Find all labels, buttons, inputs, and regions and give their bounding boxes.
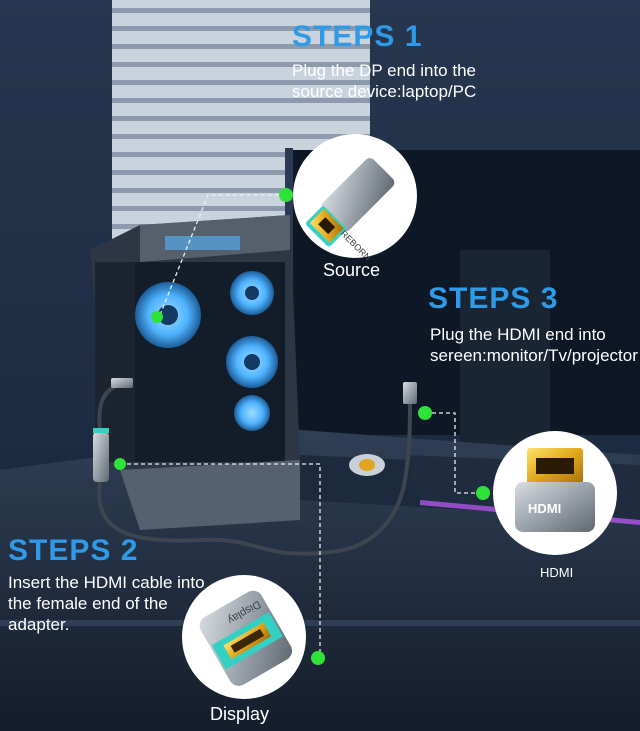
step-2-title: STEPS 2 [8,534,139,567]
step-1-title: STEPS 1 [292,20,423,53]
case-fans [135,271,278,431]
marker-dot-source-port [151,311,163,323]
step-2-text: Insert the HDMI cable into the female en… [8,573,205,634]
marker-dots [114,188,490,665]
inline-adapter [93,378,417,482]
marker-dot-monitor-port [418,406,432,420]
step-1-text: Plug the DP end into the source device:l… [292,61,477,101]
hdmi-callout: HDMI [493,431,617,555]
marker-dot-adapter [114,458,126,470]
source-callout: REBORN [293,134,417,263]
hdmi-label: HDMI [540,565,574,580]
marker-dot-hdmi-callout [476,486,490,500]
guide-lines [120,194,483,658]
hdmi-plug-text: HDMI [528,501,561,516]
display-label: Display [210,704,270,724]
display-callout: Display [182,575,306,699]
mouse [349,454,385,476]
step-3-title: STEPS 3 [428,282,559,315]
marker-dot-source-callout [279,188,293,202]
marker-dot-display-callout [311,651,325,665]
step-3-text: Plug the HDMI end into sereen:monitor/Tv… [430,325,638,365]
source-label: Source [323,260,381,280]
